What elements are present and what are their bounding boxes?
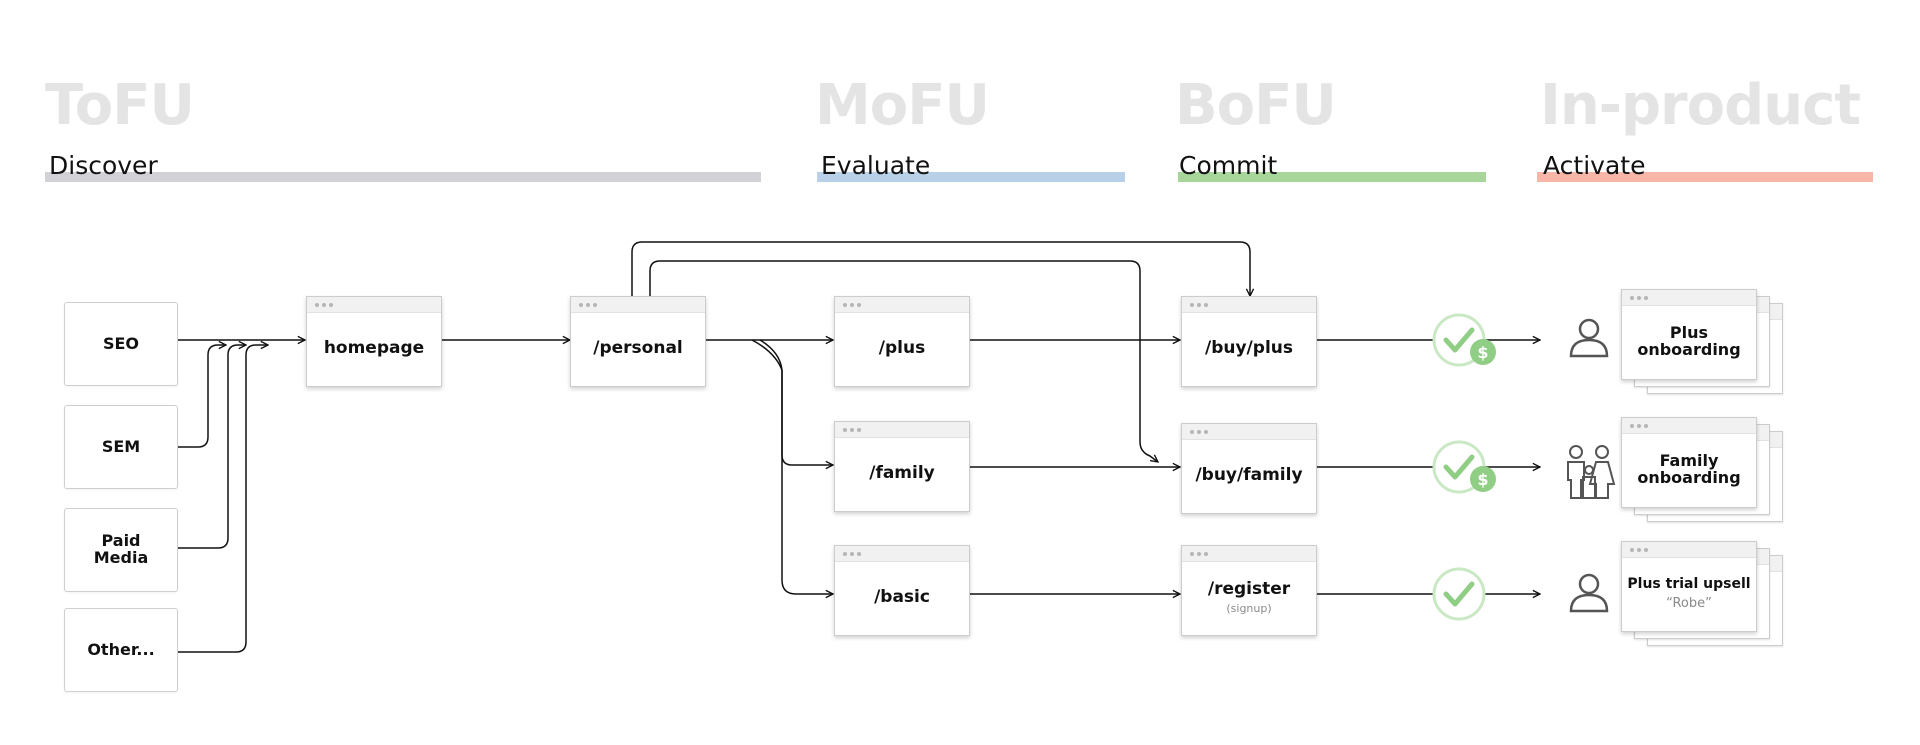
stage-bar-mofu <box>817 172 1125 182</box>
page-label: /buy/plus <box>1205 338 1293 359</box>
outcome-label: Plus trial upsell <box>1627 576 1751 593</box>
page-label: /basic <box>874 587 930 608</box>
source-seo: SEO <box>64 302 178 386</box>
source-label: SEM <box>101 436 141 456</box>
window-chrome <box>1182 297 1316 313</box>
page-note: (signup) <box>1226 602 1272 616</box>
page-label: /plus <box>878 338 926 359</box>
edge-other-homepage <box>177 345 268 653</box>
family-icon <box>1567 445 1616 499</box>
window-chrome <box>1182 546 1316 562</box>
page-label: homepage <box>323 338 425 359</box>
person-icon <box>1569 573 1609 613</box>
source-sem: SEM <box>64 405 178 489</box>
stage-title-tofu: ToFU <box>45 73 195 138</box>
stage-title-inproduct: In-product <box>1540 73 1861 138</box>
page-plus: /plus <box>834 296 970 387</box>
window-chrome <box>307 297 441 313</box>
check-circle-icon <box>1432 567 1486 621</box>
page-basic: /basic <box>834 545 970 636</box>
source-label: Paid Media <box>93 531 149 567</box>
page-label: /personal <box>593 338 683 359</box>
source-label: SEO <box>102 333 140 353</box>
page-buy-plus: /buy/plus <box>1181 296 1317 387</box>
stage-title-mofu: MoFU <box>815 73 990 138</box>
outcome-plus-onboarding: Plus onboarding <box>1621 289 1757 380</box>
stage-subtitle-commit: Commit <box>1179 151 1278 180</box>
stage-bar-tofu <box>45 172 761 182</box>
outcome-family-onboarding: Family onboarding <box>1621 417 1757 508</box>
edge-personal-family <box>751 339 833 465</box>
edge-sem-homepage <box>177 345 226 448</box>
stage-subtitle-activate: Activate <box>1543 151 1646 180</box>
stage-bar-inproduct <box>1537 172 1873 182</box>
svg-text:$: $ <box>1477 470 1488 489</box>
window-chrome <box>835 422 969 438</box>
outcome-plus-trial-upsell: Plus trial upsell “Robe” <box>1621 541 1757 632</box>
source-other: Other... <box>64 608 178 692</box>
page-label: /family <box>869 463 935 484</box>
window-chrome <box>1622 290 1756 306</box>
edge-personal-buyfamily <box>649 260 1158 462</box>
window-chrome <box>1622 418 1756 434</box>
window-chrome <box>835 297 969 313</box>
stage-subtitle-discover: Discover <box>49 151 158 180</box>
svg-text:$: $ <box>1477 343 1488 362</box>
source-paid-media: Paid Media <box>64 508 178 592</box>
page-homepage: homepage <box>306 296 442 387</box>
edge-paid-homepage <box>177 345 246 549</box>
outcome-note: “Robe” <box>1666 595 1712 611</box>
stage-subtitle-evaluate: Evaluate <box>821 151 931 180</box>
stage-title-bofu: BoFU <box>1175 73 1337 138</box>
page-personal: /personal <box>570 296 706 387</box>
outcome-label: Family onboarding <box>1637 451 1741 487</box>
page-buy-family: /buy/family <box>1181 423 1317 514</box>
window-chrome <box>835 546 969 562</box>
window-chrome <box>1622 542 1756 558</box>
person-icon <box>1569 318 1609 358</box>
stage-bar-bofu <box>1178 172 1486 182</box>
edge-personal-basic <box>759 339 833 594</box>
edge-personal-buyplus <box>631 241 1250 296</box>
dollar-badge-icon: $ <box>1470 466 1496 492</box>
source-label: Other... <box>87 639 155 659</box>
page-label: /buy/family <box>1195 465 1303 486</box>
dollar-badge-icon: $ <box>1470 339 1496 365</box>
page-family: /family <box>834 421 970 512</box>
page-register: /register (signup) <box>1181 545 1317 636</box>
window-chrome <box>1182 424 1316 440</box>
outcome-label: Plus onboarding <box>1637 323 1741 359</box>
page-label: /register <box>1207 578 1291 599</box>
window-chrome <box>571 297 705 313</box>
